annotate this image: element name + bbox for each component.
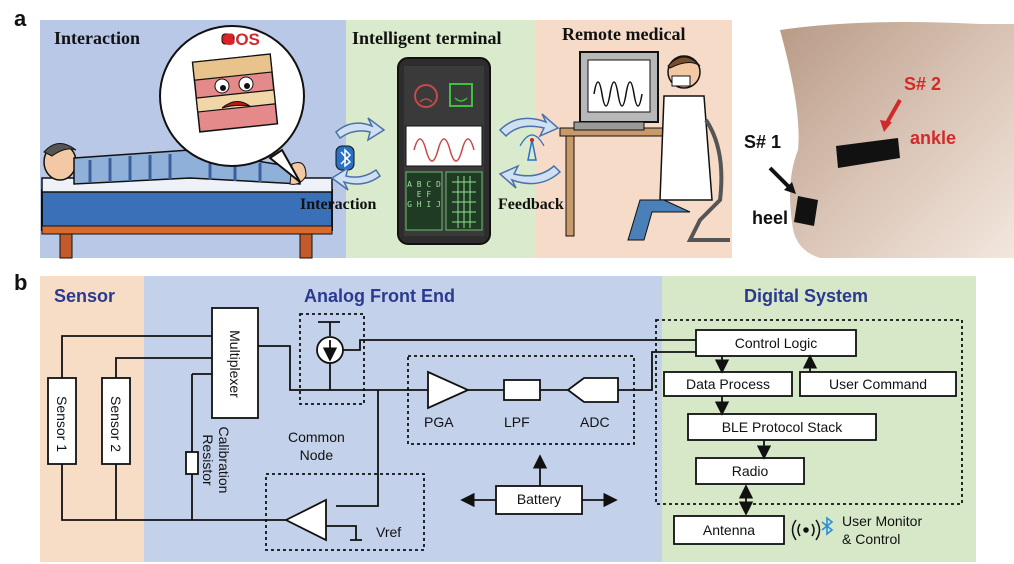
multiplexer-label: Multiplexer (227, 330, 243, 398)
control-logic-box (695, 329, 857, 357)
wire (336, 390, 379, 507)
ble-stack-box (687, 413, 877, 441)
common-node-label: Common Node (288, 428, 345, 464)
s2-label: S# 2 (904, 74, 942, 94)
s1-arrow (768, 166, 792, 190)
heel-label: heel (752, 208, 789, 228)
control-logic-label: Control Logic (734, 335, 818, 351)
sos-bubble (159, 25, 305, 183)
wire (618, 351, 696, 391)
user-monitor-label: User Monitor & Control (842, 512, 922, 548)
user-command-box (799, 371, 957, 397)
keypad-row: E F (416, 190, 432, 199)
common-line-1: Common (288, 429, 345, 445)
wire (258, 345, 428, 391)
interaction-arrow-label: Interaction (300, 196, 377, 213)
sensor-2-box (101, 377, 131, 465)
ankle-label: ankle (910, 128, 957, 148)
pga-symbol (427, 370, 471, 410)
panel-a-letter: a (14, 6, 27, 31)
antenna-signal-icon (519, 134, 545, 161)
pga-label: PGA (424, 414, 454, 430)
remote-title: Remote medical (562, 24, 686, 44)
battery-label: Battery (516, 491, 562, 507)
keypad-row: A B C D (407, 180, 441, 189)
calibration-label-wrap: Calibration Resistor (196, 427, 236, 494)
adc-label: ADC (580, 414, 610, 430)
vref-wire (326, 525, 362, 541)
calibration-line-1: Calibration (216, 426, 232, 494)
antenna-box (673, 515, 785, 545)
panel-b-letter: b (14, 270, 28, 295)
wire (61, 464, 286, 521)
user-monitor-line-1: User Monitor (842, 513, 923, 529)
keypad-row: G H I J (407, 200, 441, 209)
wire (343, 339, 696, 351)
sensor-1-patch (794, 196, 818, 226)
feedback-label: Feedback (498, 196, 564, 213)
phone-illustration (397, 57, 491, 245)
sensor-2-label-wrap: Sensor 2 (104, 396, 128, 452)
patient-illustration (43, 143, 307, 185)
panel-a-illustration (41, 25, 730, 259)
ble-stack-label: BLE Protocol Stack (721, 419, 843, 435)
sos-label: SOS (224, 30, 260, 49)
multiplexer-box (211, 307, 259, 419)
lpf-label: LPF (504, 414, 530, 430)
ankle-photo (740, 0, 1014, 262)
sensor-1-label: Sensor 1 (54, 395, 70, 453)
bluetooth-small-icon (821, 516, 834, 536)
wire (61, 335, 212, 378)
afe-title: Analog Front End (304, 286, 455, 306)
lpf-box (503, 379, 541, 401)
wire (115, 357, 212, 378)
digital-group (655, 319, 963, 505)
current-source-group (299, 313, 365, 405)
feedback-arrows (498, 113, 562, 189)
calibration-line-2: Resistor (200, 434, 216, 486)
common-line-2: Node (299, 447, 334, 463)
calibration-label: Calibration Resistor (200, 427, 232, 494)
antenna-label: Antenna (702, 522, 756, 538)
sensor-2-label: Sensor 2 (108, 395, 124, 453)
sensor-2-patch (836, 138, 900, 168)
doctor-illustration (559, 51, 730, 242)
bed-illustration (41, 177, 333, 259)
radio-label: Radio (731, 463, 769, 479)
vref-label: Vref (376, 524, 402, 540)
sensor-1-label-wrap: Sensor 1 (50, 396, 74, 452)
bluetooth-icon (335, 145, 355, 171)
multiplexer-label-wrap: Multiplexer (214, 330, 256, 398)
data-process-label: Data Process (685, 376, 771, 392)
terminal-title: Intelligent terminal (352, 28, 502, 48)
s1-label: S# 1 (744, 132, 782, 152)
keypad-letters: A B C D E F G H I J (406, 180, 442, 210)
buffer-opamp (283, 498, 327, 542)
sensor-title: Sensor (54, 286, 116, 306)
user-monitor-line-2: & Control (842, 531, 901, 547)
interaction-title: Interaction (54, 28, 140, 48)
sensor-1-box (47, 377, 77, 465)
wireless-icon (791, 519, 821, 541)
adc-symbol (566, 377, 619, 403)
wire (318, 321, 340, 336)
opamp-group (265, 473, 425, 551)
user-command-label: User Command (828, 376, 928, 392)
radio-box (695, 457, 805, 485)
digital-title: Digital System (744, 286, 869, 306)
signal-chain-group (407, 355, 635, 445)
interaction-arrows (330, 117, 386, 191)
